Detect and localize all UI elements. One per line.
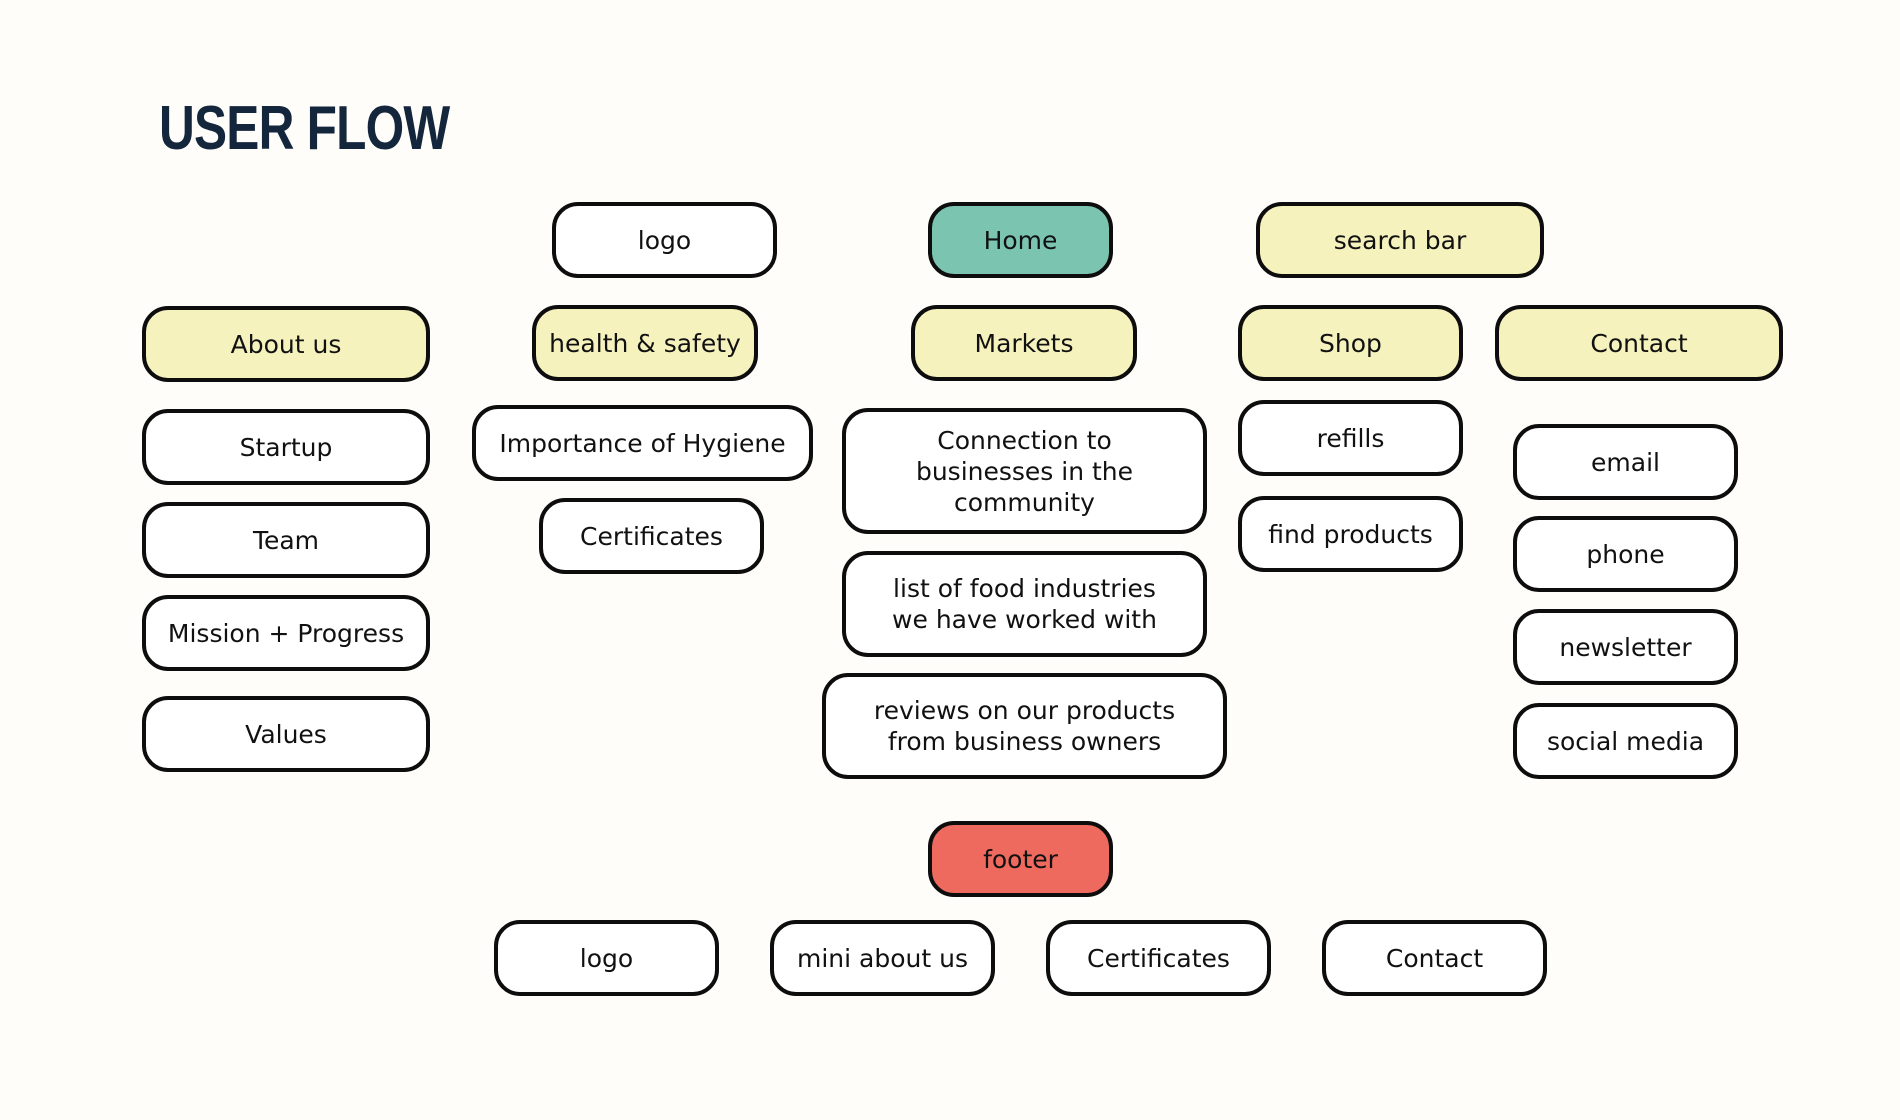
node-home: Home (928, 202, 1113, 278)
page-title: USER FLOW (159, 94, 450, 163)
node-footer: footer (928, 821, 1113, 897)
node-contact-email: email (1513, 424, 1738, 500)
node-markets-connection: Connection to businesses in the communit… (842, 408, 1207, 534)
node-header-logo: logo (552, 202, 777, 278)
node-health-safety: health & safety (532, 305, 758, 381)
node-footer-logo: logo (494, 920, 719, 996)
node-health-hygiene: Importance of Hygiene (472, 405, 813, 481)
node-about-us: About us (142, 306, 430, 382)
node-markets-industries: list of food industries we have worked w… (842, 551, 1207, 657)
node-about-mission: Mission + Progress (142, 595, 430, 671)
node-markets-reviews: reviews on our products from business ow… (822, 673, 1227, 779)
node-contact-phone: phone (1513, 516, 1738, 592)
node-about-startup: Startup (142, 409, 430, 485)
node-footer-contact: Contact (1322, 920, 1547, 996)
node-shop-find-products: find products (1238, 496, 1463, 572)
node-about-values: Values (142, 696, 430, 772)
node-contact-newsletter: newsletter (1513, 609, 1738, 685)
node-footer-mini-about: mini about us (770, 920, 995, 996)
node-shop-refills: refills (1238, 400, 1463, 476)
node-shop: Shop (1238, 305, 1463, 381)
node-health-certificates: Certificates (539, 498, 764, 574)
node-search-bar: search bar (1256, 202, 1544, 278)
node-footer-certificates: Certificates (1046, 920, 1271, 996)
node-contact-social-media: social media (1513, 703, 1738, 779)
node-about-team: Team (142, 502, 430, 578)
node-contact: Contact (1495, 305, 1783, 381)
node-markets: Markets (911, 305, 1137, 381)
